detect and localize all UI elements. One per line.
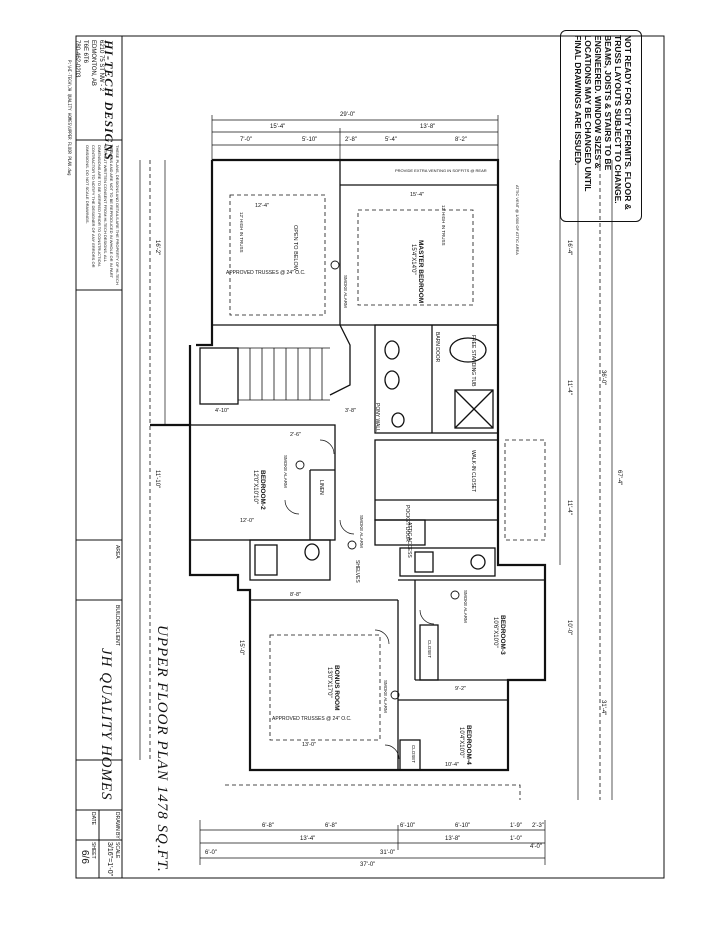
dim-r2: 11'-4"	[566, 380, 572, 395]
building-outline	[150, 158, 547, 772]
label-wic: WALK-IN CLOSET	[470, 450, 476, 493]
label-smoke-4: SMOKE ALARM	[463, 590, 468, 623]
dim-t1: 7'-0"	[240, 137, 252, 143]
dim-r1: 16'-4"	[566, 240, 572, 256]
dim-top-left: 15'-4"	[270, 124, 286, 130]
room-master: MASTER BEDROOM	[417, 240, 424, 304]
room-bonus: BONUS ROOM	[333, 665, 340, 711]
label-fire-note: PROVIDE EXTRA VENTING IN SOFFITS @ REAR	[395, 168, 487, 173]
label-shelves: SHELVES	[354, 560, 360, 583]
dim-b1: 13'-4"	[300, 836, 316, 842]
dim-in10: 2'-6"	[290, 432, 301, 438]
permit-stamp-text: NOT READY FOR CITY PERMITS. FLOOR & TRUS…	[573, 35, 633, 210]
dim-t5: 8'-2"	[455, 137, 467, 143]
dim-in7: 10'-4"	[445, 762, 460, 768]
dim-left-2: 11'-10"	[154, 470, 160, 489]
dim-l1: 6'-0"	[205, 850, 217, 856]
label-tub: FREE STANDING TUB	[470, 335, 476, 387]
dim-t2: 5'-10"	[302, 137, 318, 143]
dim-right-a: 36'-0"	[600, 370, 606, 386]
company-line-2: EDMONTON, AB	[90, 40, 96, 86]
dim-c5: 1'-9"	[510, 823, 522, 829]
dim-r3: 11'-4"	[566, 500, 572, 515]
scale-label: SCALE	[114, 842, 120, 859]
label-closet-1: CLOSET	[427, 640, 432, 659]
label-truss-lower: APPROVED TRUSSES @ 24" O.C.	[272, 716, 352, 722]
sheet-border	[75, 35, 665, 879]
label-attic-note: ATTIC VENT @ 1/300 OF ATTIC AREA	[515, 185, 520, 255]
label-barn-door: BARN DOOR	[434, 332, 440, 363]
company-line-1: 6210 75 ST NW - 2	[98, 40, 104, 92]
builder-name: JH QUALITY HOMES	[98, 648, 114, 801]
dim-t4: 5'-4"	[385, 137, 397, 143]
date-label: DATE	[90, 812, 96, 825]
label-attic: ATTIC ACCESS	[406, 522, 412, 558]
room-bed3-size: 10'6"X10'0"	[492, 617, 498, 648]
dim-in1: 12'-4"	[255, 203, 270, 209]
label-closet-2: CLOSET	[411, 745, 416, 764]
dim-left-3: 15'-0"	[238, 640, 244, 656]
company-line-3: T6E 6T6	[82, 40, 88, 64]
dim-c3: 6'-10"	[400, 823, 416, 829]
dim-in4: 3'-8"	[345, 408, 356, 414]
label-linen: LINEN	[318, 480, 324, 495]
sheet-label: SHEET	[90, 842, 96, 859]
label-smoke-2: SMOKE ALARM	[283, 455, 288, 488]
dim-c6: 2'-3"	[532, 823, 544, 829]
room-bed2: BEDROOM-2	[259, 470, 266, 510]
dim-in9: 8'-8"	[290, 592, 301, 598]
label-vault-2: 12' HIGH IN TRUSS	[441, 205, 446, 246]
room-bed3: BEDROOM-3	[499, 615, 506, 655]
interior-walls	[189, 160, 545, 771]
builder-label: BUILDER/CLIENT	[114, 605, 120, 646]
dim-in2: 15'-4"	[410, 192, 425, 198]
dim-right-total: 67'-4"	[616, 470, 622, 486]
label-open-below: OPEN TO BELOW	[292, 225, 298, 271]
dim-overall-top: 29'-0"	[340, 112, 356, 118]
dim-in6: 13'-0"	[302, 742, 317, 748]
label-smoke-5: SMOKE ALARM	[383, 680, 388, 713]
sheet-number: 6/6	[79, 850, 90, 864]
scale-value: 3/16"=1'-0"	[106, 842, 113, 877]
dimension-lines	[139, 115, 613, 865]
file-path: P:\HI-TECH\JH QUALITY HOMES\UPPER FLOOR …	[67, 60, 72, 176]
dim-b3: 1'-0"	[510, 836, 522, 842]
label-smoke-3: SMOKE ALARM	[359, 515, 364, 548]
dim-overall-bottom: 37'-0"	[360, 862, 376, 868]
dim-c2: 6'-8"	[325, 823, 337, 829]
dim-t3: 2'-8"	[345, 137, 357, 143]
dim-left-1: 16'-2"	[154, 240, 160, 256]
room-bed4-size: 10'4"X10'0"	[458, 727, 464, 758]
dim-right-b: 31'-4"	[600, 700, 606, 716]
dim-bot-a: 31'-0"	[380, 850, 396, 856]
dim-b4: 4'-0"	[530, 844, 542, 850]
dim-in5: 12'-0"	[240, 518, 255, 524]
drawn-label: DRAWN BY	[114, 812, 120, 839]
dim-in3: 4'-10"	[215, 408, 230, 414]
room-bed2-size: 12'0"X10'10"	[252, 470, 258, 504]
drawing-title: UPPER FLOOR PLAN 1478 SQ.FT.	[154, 625, 170, 873]
dim-in8: 9'-2"	[455, 686, 466, 692]
dim-c4: 6'-10"	[455, 823, 471, 829]
label-smoke-1: SMOKE ALARM	[343, 275, 348, 308]
company-line-4: 780-462-0203	[74, 40, 80, 78]
dim-c1: 6'-8"	[262, 823, 274, 829]
label-vault-1: 12' HIGH IN TRUSS	[239, 212, 244, 253]
room-bonus-size: 13'0"X17'0"	[326, 667, 332, 698]
room-bed4: BEDROOM-4	[465, 725, 472, 765]
dim-top-right: 13'-8"	[420, 124, 436, 130]
dim-b2: 13'-8"	[445, 836, 461, 842]
area-label: AREA	[114, 545, 120, 559]
label-truss-upper: APPROVED TRUSSES @ 24" O.C.	[226, 270, 306, 276]
permit-stamp: NOT READY FOR CITY PERMITS. FLOOR & TRUS…	[560, 30, 642, 222]
room-master-size: 15'4"X14'0"	[410, 244, 416, 275]
label-pony-wall: PONY WALL	[374, 403, 380, 432]
copyright-note: THESE PLANS, DESIGNS AND DETAILS ARE THE…	[85, 145, 120, 285]
dim-r4: 10'-0"	[566, 620, 572, 636]
